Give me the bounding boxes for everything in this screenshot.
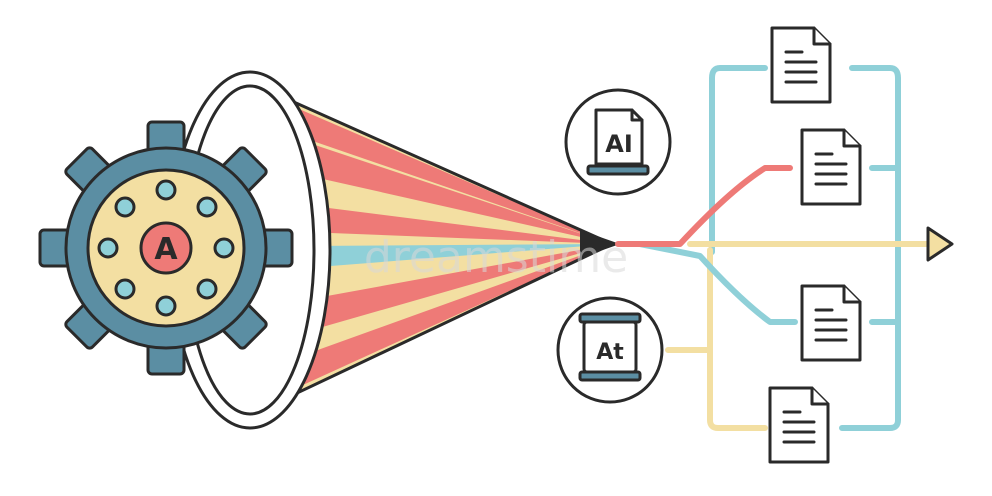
- ai-badge-bottom: At: [556, 296, 664, 404]
- gear: A: [38, 120, 294, 376]
- cone-ray: [305, 205, 612, 244]
- cone-tip: [580, 230, 620, 258]
- cone-ray: [305, 244, 612, 268]
- gear-dots: [97, 179, 235, 317]
- watermark-text: dreamstime: [364, 232, 628, 283]
- cone-ray: [300, 140, 612, 244]
- ai-badge-bottom-label: At: [596, 340, 624, 365]
- ai-badge-top: AI: [564, 88, 672, 196]
- output-arrow-head: [926, 226, 954, 262]
- document-icon: [800, 128, 862, 206]
- cone-ray: [305, 244, 612, 332]
- ai-badge-top-label: AI: [605, 130, 633, 158]
- gear-emblem: [139, 221, 193, 275]
- gear-emblem-letter: A: [154, 232, 178, 267]
- document-icon: [770, 26, 832, 104]
- document-icon: [768, 386, 830, 464]
- connectors: [615, 65, 933, 431]
- document-icon: [800, 284, 862, 362]
